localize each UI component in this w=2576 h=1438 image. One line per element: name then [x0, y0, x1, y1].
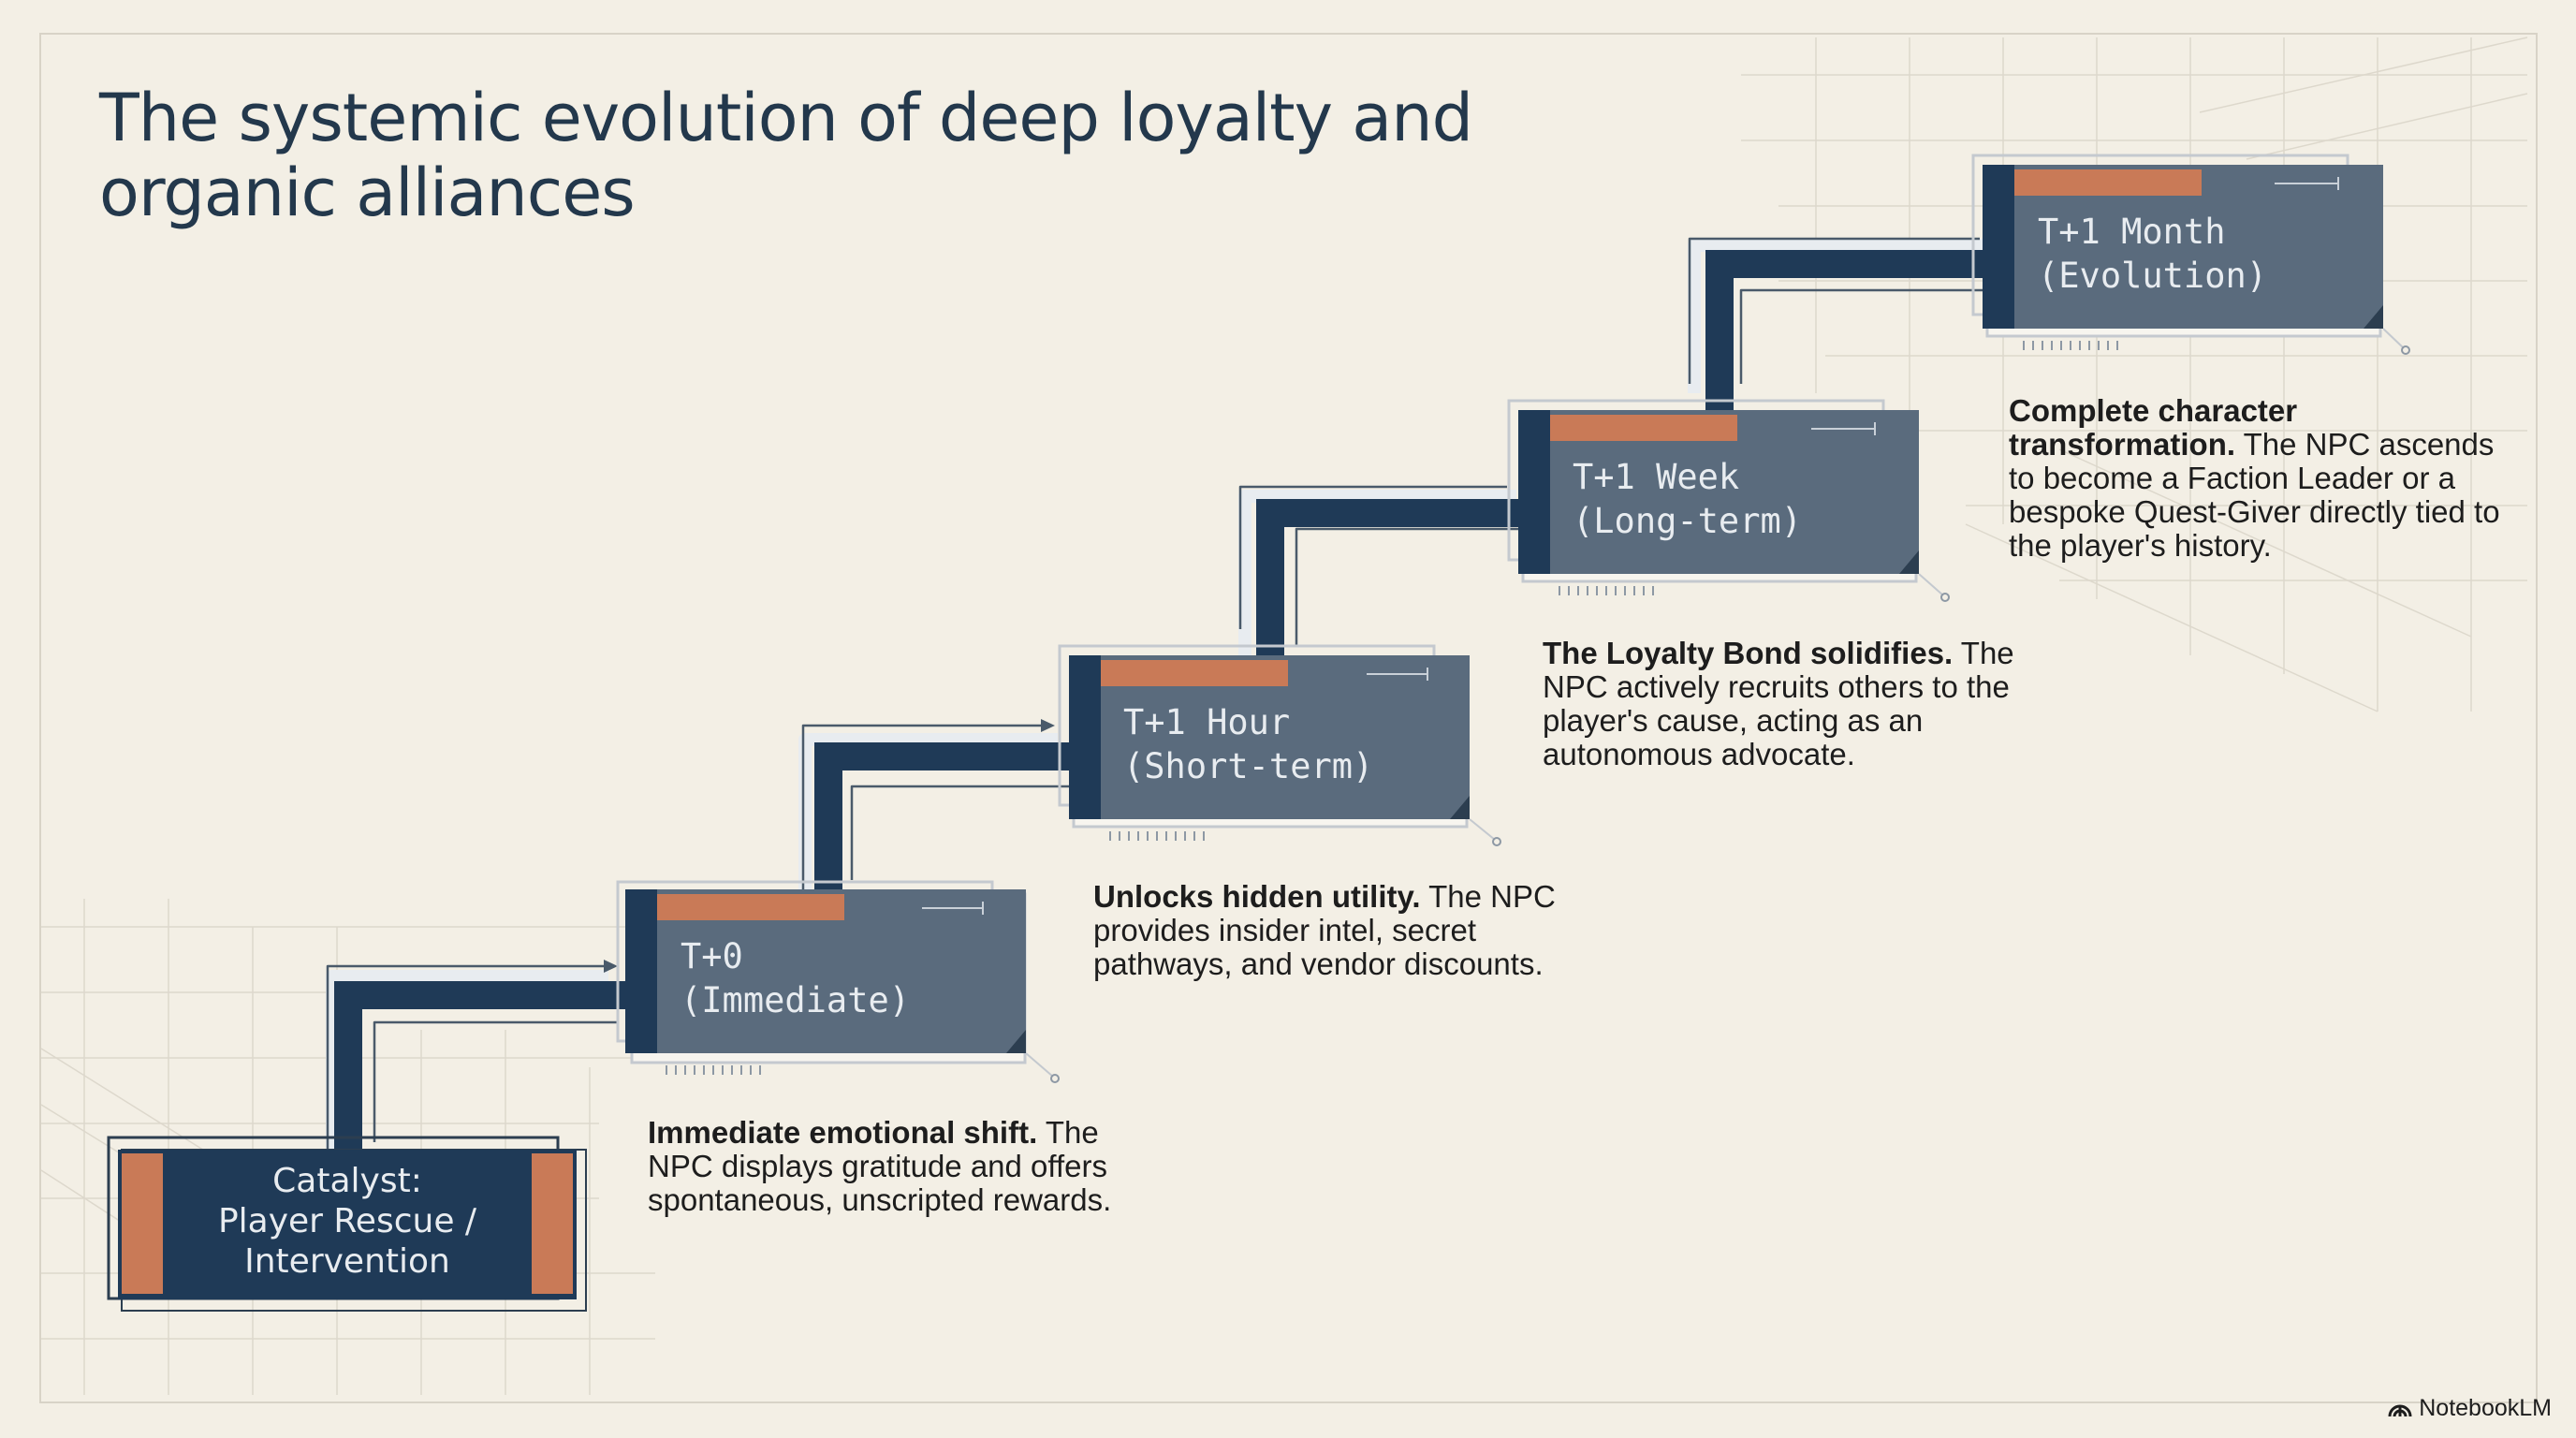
- description-bold: Immediate emotional shift.: [648, 1115, 1038, 1150]
- page-title: The systemic evolution of deep loyalty a…: [99, 80, 1473, 231]
- brand-watermark: NotebookLM: [2387, 1395, 2552, 1422]
- catalyst-accent-left: [122, 1153, 163, 1294]
- description-text: The NPC displays gratitude and offers sp…: [648, 1115, 1112, 1217]
- stage-label-line-2: (Immediate): [681, 980, 911, 1020]
- description-text: The NPC ascends to become a Faction Lead…: [2009, 427, 2500, 563]
- connector-outlines: [326, 237, 1989, 1152]
- description-bold: The Loyalty Bond solidifies.: [1543, 636, 1954, 670]
- stage-label-t1-week: T+1 Week (Long-term): [1573, 455, 1802, 543]
- stage-card-t1-hour: [1058, 644, 1501, 846]
- description-text: The NPC actively recruits others to the …: [1543, 636, 2014, 771]
- catalyst-label: Catalyst: Player Rescue / Intervention: [165, 1161, 530, 1282]
- connector-catalyst-to-t0: [334, 981, 627, 1153]
- connector-t1week-to-t1month: [1705, 250, 1994, 417]
- stage-card-t0: [616, 880, 1060, 1083]
- catalyst-line-1: Catalyst:: [272, 1162, 422, 1200]
- catalyst-block: [107, 1136, 587, 1312]
- description-bold: Complete character transformation.: [2009, 393, 2298, 462]
- connector-t0-to-t1hour: [814, 742, 1076, 899]
- description-text: The NPC provides insider intel, secret p…: [1093, 879, 1556, 981]
- stage-label-line-2: (Long-term): [1573, 501, 1803, 541]
- stage-description-t0: Immediate emotional shift. The NPC displ…: [648, 1116, 1134, 1217]
- stage-description-t1-hour: Unlocks hidden utility. The NPC provides…: [1093, 880, 1599, 981]
- background-grid-right: [1741, 37, 2528, 712]
- stage-label-t1-hour: T+1 Hour (Short-term): [1123, 700, 1373, 788]
- stage-label-line-2: (Short-term): [1123, 746, 1374, 786]
- connector-t1hour-to-t1week: [1256, 499, 1526, 665]
- brand-name: NotebookLM: [2419, 1395, 2552, 1421]
- description-bold: Unlocks hidden utility.: [1093, 879, 1421, 914]
- stage-label-t1-month: T+1 Month (Evolution): [2038, 210, 2267, 298]
- connector-arrowheads: [604, 719, 1055, 973]
- stage-label-line-1: T+1 Hour: [1123, 702, 1291, 742]
- catalyst-line-3: Intervention: [244, 1242, 450, 1281]
- step-connectors: [334, 250, 1994, 1153]
- stage-description-t1-month: Complete character transformation. The N…: [2009, 394, 2505, 563]
- stage-label-line-1: T+0: [681, 936, 743, 976]
- catalyst-line-2: Player Rescue /: [217, 1202, 477, 1240]
- stage-label-t0: T+0 (Immediate): [681, 934, 910, 1022]
- slide-frame: [39, 33, 2538, 1403]
- stage-description-t1-week: The Loyalty Bond solidifies. The NPC act…: [1543, 637, 2020, 771]
- stage-label-line-2: (Evolution): [2038, 256, 2268, 296]
- stage-card-t1-week: [1507, 399, 1950, 602]
- stage-label-line-1: T+1 Week: [1573, 457, 1740, 497]
- stage-card-t1-month: [1971, 154, 2410, 355]
- connector-highlights: [326, 239, 1984, 1152]
- notebooklm-logo-icon: [2388, 1404, 2412, 1416]
- catalyst-accent-right: [532, 1153, 573, 1294]
- stage-label-line-1: T+1 Month: [2038, 212, 2226, 252]
